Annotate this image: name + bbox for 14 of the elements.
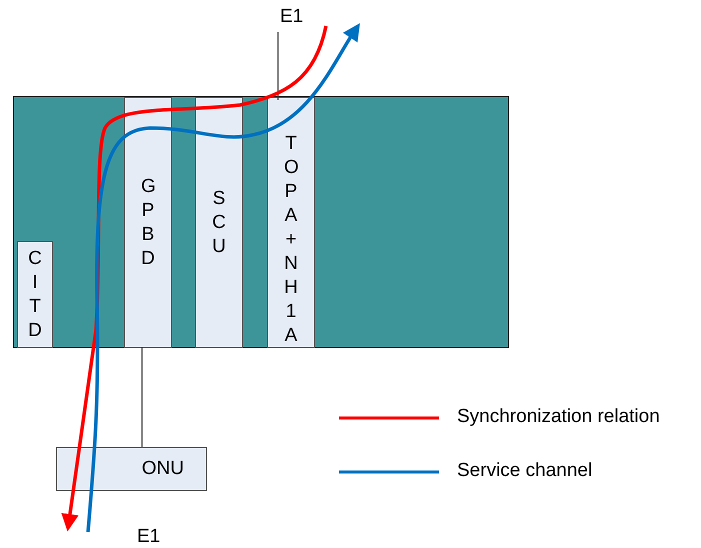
connector-line bbox=[141, 347, 143, 447]
port-label: E1 bbox=[268, 2, 368, 32]
card-slot: CITD bbox=[17, 241, 53, 348]
curved-arrow bbox=[86, 23, 360, 532]
unit-box: ONU bbox=[56, 447, 207, 491]
legend-text: Service channel bbox=[457, 460, 592, 482]
connector-line bbox=[277, 32, 279, 100]
card-slot: SCU bbox=[195, 97, 243, 348]
card-slot: GPBD bbox=[124, 97, 172, 348]
port-label: E1 bbox=[137, 526, 160, 548]
chassis-panel bbox=[13, 96, 509, 348]
card-slot: TOPA+NH1A bbox=[267, 97, 315, 348]
legend-text: Synchronization relation bbox=[457, 406, 660, 428]
curved-arrow bbox=[61, 26, 328, 532]
